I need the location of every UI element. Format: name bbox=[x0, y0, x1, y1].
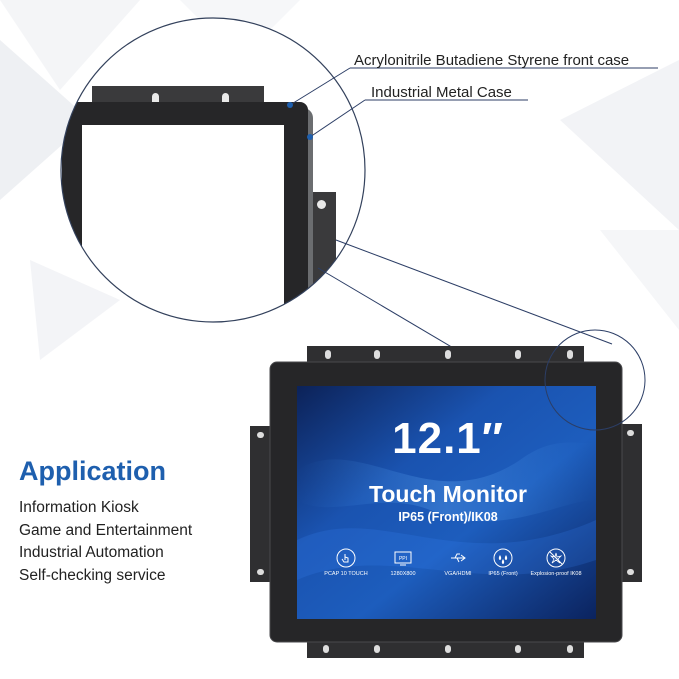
feature-label: IP65 (Front) bbox=[488, 571, 518, 577]
feature-ip65: IP65 (Front) bbox=[475, 548, 531, 577]
list-item: Information Kiosk bbox=[19, 499, 139, 516]
screen-size-text: 12.1″ bbox=[392, 414, 504, 463]
water-drops-icon bbox=[493, 548, 513, 568]
application-list: Information Kiosk Game and Entertainment… bbox=[19, 497, 192, 587]
touch-icon bbox=[336, 548, 356, 568]
screen-subtitle-text: IP65 (Front)/IK08 bbox=[398, 510, 498, 524]
feature-label: VGA/HDMI bbox=[444, 571, 472, 577]
metal-case-callout: Industrial Metal Case bbox=[371, 84, 512, 101]
feature-label: Explosion-proof IK08 bbox=[530, 571, 582, 577]
explosion-proof-icon bbox=[546, 548, 566, 568]
application-title: Application bbox=[19, 456, 166, 486]
feature-label: PCAP 10 TOUCH bbox=[324, 571, 368, 577]
feature-explosion-proof: Explosion-proof IK08 bbox=[528, 548, 584, 577]
list-item: Industrial Automation bbox=[19, 544, 164, 561]
usb-icon bbox=[451, 553, 466, 563]
feature-label: 1280X800 bbox=[390, 571, 416, 577]
list-item: Game and Entertainment bbox=[19, 521, 193, 539]
ppi-icon: PPI bbox=[394, 551, 412, 566]
screen-title-text: Touch Monitor bbox=[369, 481, 527, 507]
feature-touch: PCAP 10 TOUCH bbox=[318, 548, 374, 577]
feature-ppi: PPI 1280X800 bbox=[375, 548, 431, 577]
application-section: Application Information Kiosk Game and E… bbox=[19, 456, 192, 587]
list-item: Self-checking service bbox=[19, 566, 166, 584]
feature-ports: VGA/HDMI bbox=[430, 548, 486, 577]
ppi-badge: PPI bbox=[399, 556, 407, 562]
front-case-callout: Acrylonitrile Butadiene Styrene front ca… bbox=[354, 52, 630, 69]
